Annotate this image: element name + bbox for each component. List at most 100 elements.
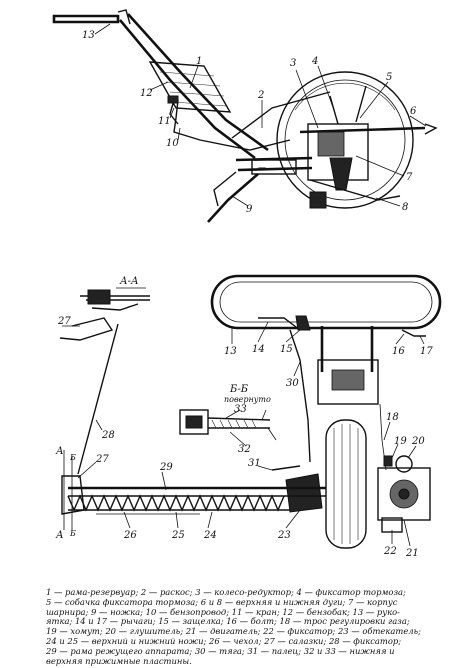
- label-1: 1: [196, 56, 202, 67]
- caption-line: 24 и 25 — верхний и нижний ножи; 26 — че…: [46, 635, 402, 646]
- fairing: [285, 473, 323, 513]
- upper-arc: [299, 126, 426, 134]
- section-lines: [63, 450, 73, 530]
- brace: [231, 91, 331, 139]
- label-31: 31: [248, 458, 261, 469]
- section-aa-skid: [59, 317, 114, 341]
- lock-rod-28: [77, 323, 119, 475]
- top-labels: 13 12 11 10 1 2 3 4 5 6 7 8 9: [82, 30, 417, 215]
- brake-pawl: [355, 85, 367, 123]
- label-29: 29: [159, 462, 173, 473]
- label-22: 22: [383, 546, 397, 557]
- label-12: 12: [140, 88, 153, 99]
- caption-line: верхняя прижимные пластины.: [46, 655, 192, 666]
- label-2: 2: [257, 90, 264, 101]
- wheel-tread: [333, 424, 359, 544]
- skid: [61, 475, 85, 515]
- leg-strut: [213, 171, 237, 207]
- frame-plate: [251, 159, 297, 175]
- label-7: 7: [406, 172, 413, 183]
- label-16: 16: [392, 346, 405, 357]
- label-15: 15: [280, 344, 293, 355]
- bottom-leaders: [77, 321, 425, 547]
- fuel-line-loop: [169, 99, 179, 125]
- latch-15: [295, 315, 311, 331]
- handle-tube-upper: [119, 19, 256, 160]
- label-21: 21: [405, 548, 419, 559]
- label-9: 9: [246, 204, 253, 215]
- label-30: 30: [286, 378, 299, 389]
- label-3: 3: [290, 58, 296, 69]
- label-17: 17: [420, 346, 433, 357]
- caption-line: 19 — хомут; 20 — глушитель; 21 — двигате…: [46, 626, 421, 637]
- lever-14: [258, 317, 301, 331]
- section-bb-core: [185, 415, 203, 429]
- frame-plate-mark: —: [258, 163, 266, 172]
- fuel-tank: [148, 61, 232, 113]
- label-4: 4: [311, 56, 318, 67]
- caption-line: 5 — собачка фиксатора тормоза; 6 и 8 — в…: [46, 596, 398, 607]
- marker-b-bottom: Б: [69, 529, 76, 538]
- caption-line: ятка; 14 и 17 — рычаги; 15 — защелка; 16…: [46, 616, 410, 627]
- section-aa-inset: А-А 27: [57, 276, 150, 341]
- section-bb-subtitle: повернуто: [224, 395, 271, 404]
- lower-arc: [309, 179, 401, 201]
- label-18: 18: [386, 412, 399, 423]
- upper-arc-tip: [424, 123, 438, 135]
- frame-rails: [320, 326, 374, 372]
- label-5: 5: [386, 72, 392, 83]
- handle-loop-inner: [219, 281, 433, 323]
- leg: [207, 173, 259, 223]
- label-25: 25: [171, 530, 185, 541]
- label-28: 28: [101, 430, 115, 441]
- section-bb-block: [179, 409, 209, 435]
- bottom-labels: 13 14 15 16 17 30 18 19 20 21 22 23 24 2…: [95, 344, 433, 559]
- section-aa-block: [87, 289, 111, 305]
- rod: [289, 329, 311, 463]
- label-33: 33: [234, 404, 247, 415]
- label-14: 14: [252, 344, 265, 355]
- label-32: 32: [238, 444, 251, 455]
- label-23: 23: [277, 530, 291, 541]
- label-26: 26: [123, 530, 137, 541]
- frame-tank: [235, 156, 313, 172]
- gearbox-core: [317, 131, 345, 157]
- side-view: —: [52, 9, 438, 223]
- label-19: 19: [394, 436, 407, 447]
- marker-a-bottom: А: [55, 530, 64, 541]
- section-bb-hatch: [211, 419, 257, 429]
- label-6: 6: [410, 106, 417, 117]
- knife-teeth: [67, 494, 285, 512]
- handle-loop: [210, 274, 442, 330]
- frame-block: [317, 359, 379, 405]
- label-13-bottom: 13: [224, 346, 237, 357]
- section-aa-label-27: 27: [57, 316, 71, 327]
- label-24: 24: [203, 530, 217, 541]
- fuel-tap: [167, 95, 179, 104]
- wheel-inner: [284, 79, 406, 201]
- section-bb-inset: Б-Б повернуто: [179, 384, 271, 435]
- muffler: [395, 455, 413, 473]
- section-aa-guard: [91, 303, 139, 311]
- pin: [271, 465, 301, 471]
- label-8: 8: [402, 202, 408, 213]
- figure-caption: 1 — рама-резервуар; 2 — раскос; 3 — коле…: [46, 587, 436, 666]
- clamp: [383, 455, 393, 467]
- hinge-body: [329, 157, 353, 191]
- handle-grip: [52, 14, 120, 24]
- handle-tube-lower: [127, 13, 269, 152]
- caption-line: 1 — рама-резервуар; 2 — раскос; 3 — коле…: [46, 587, 406, 597]
- technical-drawing: — 13 12 11 10 1 2 3 4 5 6 7 8 9: [52, 9, 442, 559]
- handle-end: [117, 9, 131, 25]
- caption-line: шарнира; 9 — ножка; 10 — бензопровод; 11…: [46, 606, 400, 617]
- caption-line: 29 — рама режущего аппарата; 30 — тяга; …: [46, 645, 395, 656]
- label-10: 10: [166, 138, 179, 149]
- wheel-front: [325, 419, 367, 549]
- marker-a-top: А: [55, 446, 64, 457]
- label-13-top: 13: [82, 30, 95, 41]
- fuel-tank-hatch: [159, 71, 227, 107]
- lever-17: [401, 329, 426, 337]
- frame-block-core: [331, 369, 365, 391]
- section-bb-title: Б-Б: [229, 384, 249, 395]
